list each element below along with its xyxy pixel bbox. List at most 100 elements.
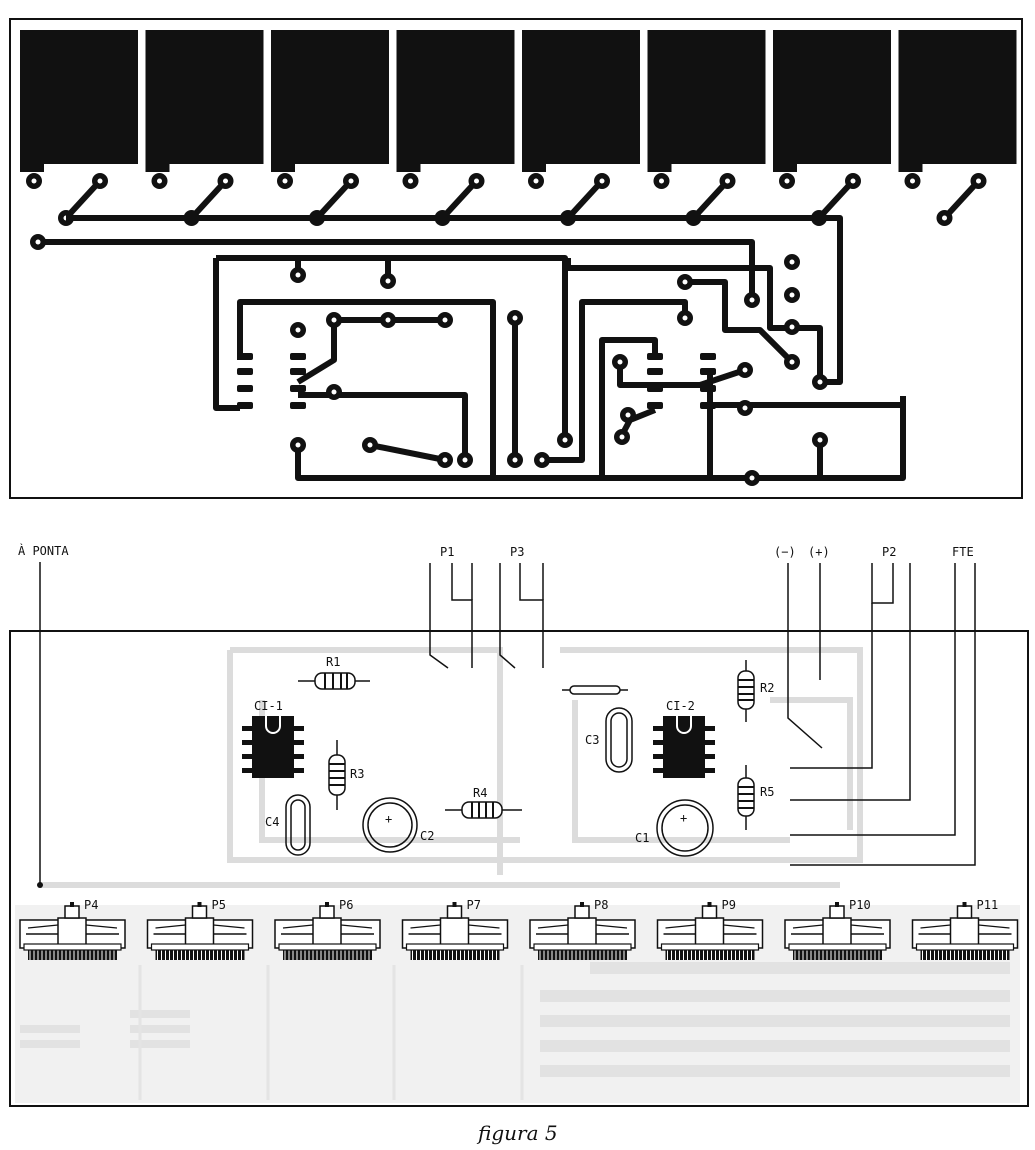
trimmer-pot: P6 (274, 898, 381, 960)
wire-minus (787, 563, 823, 749)
pcb-pad-tab (773, 30, 891, 172)
label-ci2: CI-2 (666, 699, 695, 713)
pcb-trace-stub (565, 178, 605, 221)
pot-label: P5 (212, 898, 226, 912)
pcb-trace-ic2-side (617, 362, 746, 388)
pcb-trace-stub (189, 178, 228, 221)
resistor-r4 (445, 801, 522, 819)
pcb-trace-stub (63, 178, 103, 221)
pcb-trace-right-box (565, 258, 823, 382)
pot-label: P4 (84, 898, 98, 912)
pcb-trace-pin-link (298, 392, 468, 460)
wire-p2-b (790, 603, 873, 769)
pcb-pad-tab (145, 30, 264, 172)
label-c3: C3 (585, 733, 599, 747)
ic-ci1 (242, 716, 304, 778)
label-p1: P1 (440, 545, 454, 559)
svg-text:+: + (385, 812, 392, 826)
wire-p2-a (871, 563, 894, 604)
pot-label: P7 (467, 898, 481, 912)
pcb-trace-right-upper (685, 279, 795, 365)
ghost-text-lines (20, 962, 1010, 1077)
ghost-column-dividers (138, 965, 524, 1100)
trimmer-pot: P9 (656, 898, 764, 960)
pcb-pad-tabs (20, 30, 1017, 226)
ghost-traces (40, 647, 863, 888)
trimmer-pots: P4 P5 P6 P7 P8 P9 P10 P11 (19, 898, 1019, 960)
pcb-trace-stub (314, 178, 354, 221)
pcb-traces (38, 215, 906, 481)
wire-p2-c (790, 563, 911, 801)
label-minus: (−) (774, 545, 796, 559)
wire-fte-b (790, 563, 976, 866)
pcb-trace-long-bus (38, 239, 755, 298)
label-ci1: CI-1 (254, 699, 283, 713)
pcb-pad-tab (20, 30, 138, 172)
resistor-r2 (737, 660, 755, 722)
wire-p1-a (429, 563, 449, 669)
label-plus: (+) (808, 545, 830, 559)
pcb-ic-pads (237, 353, 716, 409)
pcb-pad-tab (271, 30, 389, 172)
capacitor-c4 (285, 794, 311, 856)
label-c2: C2 (420, 829, 434, 843)
label-p3: P3 (510, 545, 524, 559)
pot-label: P8 (594, 898, 608, 912)
label-p2: P2 (882, 545, 896, 559)
pot-label: P9 (722, 898, 736, 912)
trimmer-pot: P5 (146, 898, 254, 960)
svg-text:+: + (680, 811, 687, 825)
pot-label: P10 (849, 898, 871, 912)
pot-label: P6 (339, 898, 353, 912)
pcb-trace-c1-c2 (599, 337, 658, 478)
pcb-board-outline (9, 18, 1023, 499)
wire-p3-a (499, 563, 516, 669)
label-r2: R2 (760, 681, 774, 695)
trimmer-pot: P10 (784, 898, 891, 960)
pcb-pad-tab (522, 30, 640, 172)
label-r3: R3 (350, 767, 364, 781)
wire-p1-b (451, 563, 473, 668)
label-r5: R5 (760, 785, 774, 799)
wire-p3-b (519, 563, 544, 668)
capacitor-c3 (605, 707, 633, 773)
pcb-trace-stub (440, 178, 479, 221)
resistor-r3 (328, 740, 346, 810)
label-r1: R1 (326, 655, 340, 669)
pot-label: P11 (977, 898, 999, 912)
pcb-trace-diagonal-bus (66, 215, 843, 385)
pcb-layout (9, 18, 1023, 499)
pcb-trace-stub (691, 178, 730, 221)
pcb-pad-tab (396, 30, 515, 172)
label-a-ponta: À PONTA (18, 543, 69, 558)
capacitor-c2: + (362, 797, 418, 853)
pcb-pad-tab (898, 30, 1017, 172)
assembly-board-outline (9, 630, 1029, 1107)
resistor-r1 (298, 672, 370, 690)
assembly-drawing: À PONTA P1 P3 (−) (+) P2 FTE R1 R3 (9, 543, 1029, 1107)
pcb-trace-to-493 (237, 299, 496, 478)
trimmer-pot: P11 (911, 898, 1019, 960)
capacitor-c1: + (656, 799, 714, 857)
trimmer-pot: P7 (401, 898, 509, 960)
trimmer-pot: P8 (529, 898, 636, 960)
wire-a-ponta-pad (37, 882, 43, 888)
label-c4: C4 (265, 815, 279, 829)
external-wires (39, 562, 976, 885)
label-fte: FTE (952, 545, 974, 559)
pcb-pad-tab (647, 30, 766, 172)
wire-fte-a (790, 563, 956, 836)
pcb-trace-right-mid (542, 299, 688, 463)
pcb-pad-holes (35, 239, 823, 481)
pcb-trace-diag-370 (369, 442, 446, 463)
trimmer-pot: P4 (19, 898, 126, 960)
pcb-trace-left-frame (213, 258, 240, 411)
label-c1: C1 (635, 831, 649, 845)
figure-caption: figura 5 (476, 1121, 558, 1145)
capacitor-axial (562, 685, 628, 695)
ic-ci2 (653, 716, 715, 778)
label-r4: R4 (473, 786, 487, 800)
pcb-trace-r-link (296, 320, 337, 385)
pcb-trace-stub (942, 178, 981, 221)
resistor-r5 (737, 765, 755, 830)
